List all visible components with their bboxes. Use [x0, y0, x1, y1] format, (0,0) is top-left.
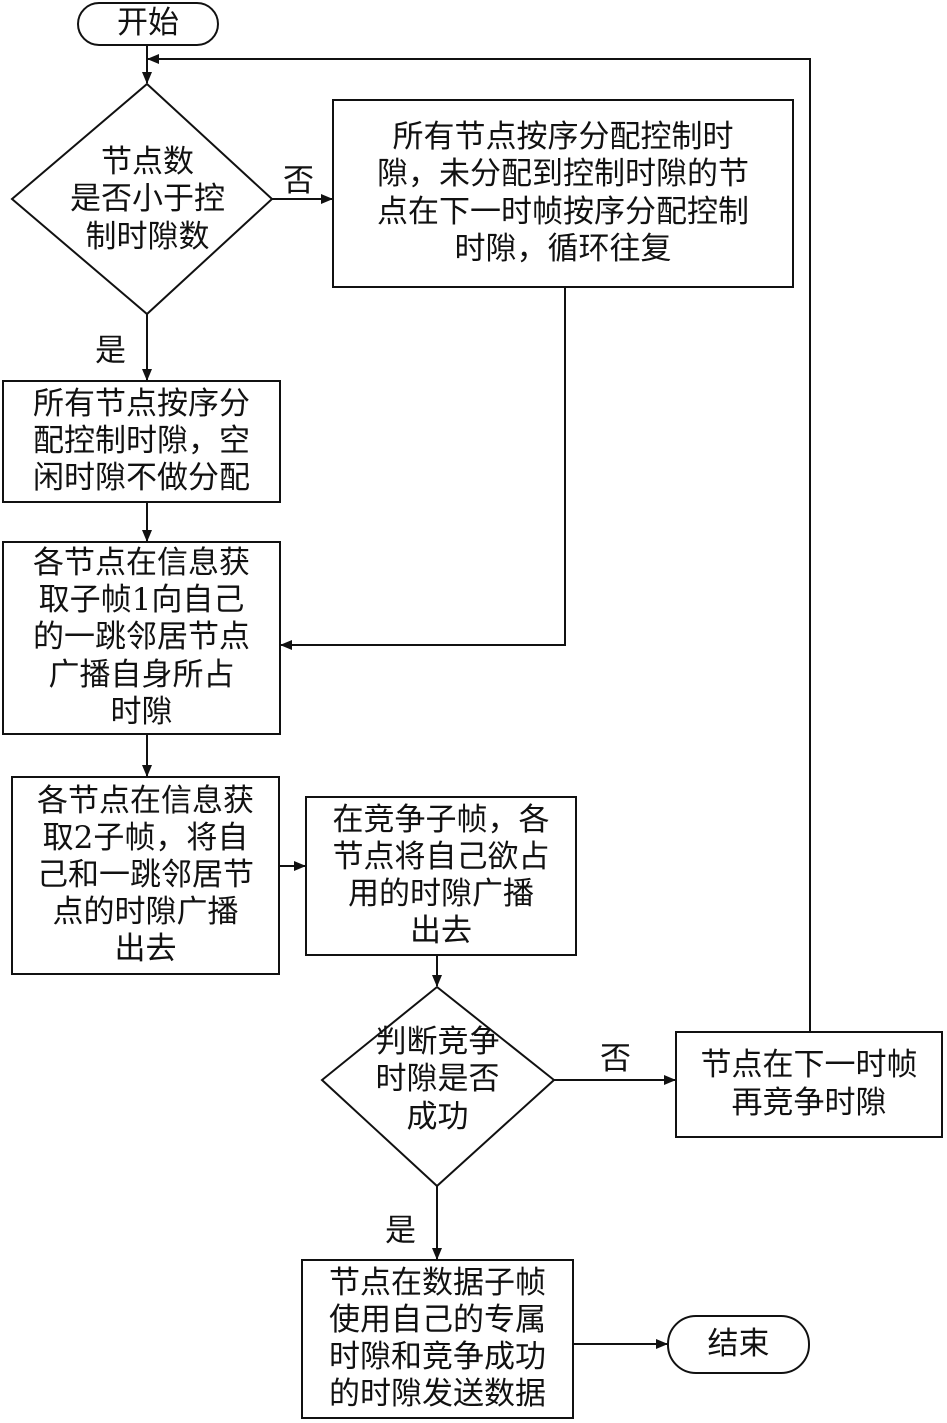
decision-success-diamond — [320, 985, 556, 1188]
arrow-cycle-to-sub1 — [280, 287, 566, 650]
retry-box — [675, 1031, 943, 1138]
decision-node-count-diamond — [10, 82, 274, 316]
end-terminal — [667, 1315, 810, 1374]
send-data-box — [301, 1259, 574, 1419]
broadcast-sub1-box — [2, 541, 281, 735]
assign-cycle-box — [332, 99, 794, 288]
edge-label-decision1-yes: 是 — [95, 333, 126, 369]
assign-idle-box — [2, 380, 281, 503]
broadcast-sub2-box — [11, 776, 280, 975]
edge-label-decision1-no: 否 — [283, 163, 314, 199]
start-terminal — [77, 2, 219, 46]
edge-label-decision2-yes: 是 — [385, 1213, 416, 1249]
contention-box — [305, 796, 577, 956]
edge-label-decision2-no: 否 — [600, 1041, 631, 1077]
arrow-retry-loop-back — [147, 54, 811, 1032]
